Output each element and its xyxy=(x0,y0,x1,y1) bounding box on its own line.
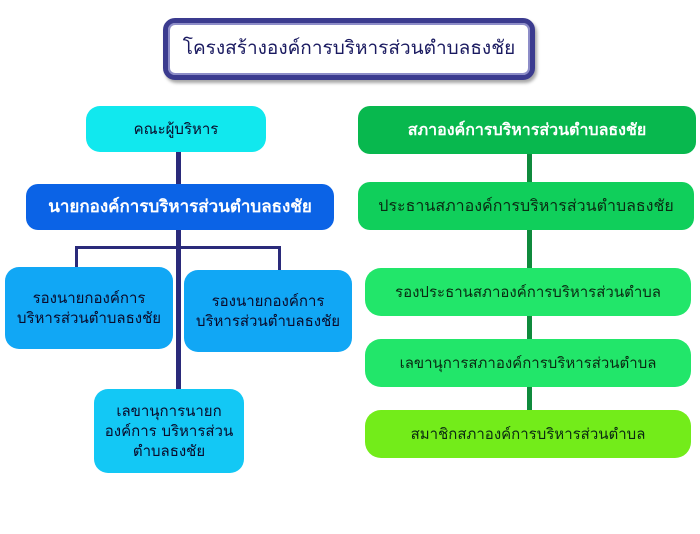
mayor-box: นายกองค์การบริหารส่วนตำบลธงชัย xyxy=(26,184,334,230)
council-vice-president-box: รองประธานสภาองค์การบริหารส่วนตำบล xyxy=(365,268,691,316)
deputy-left-connector-line xyxy=(75,246,78,268)
executive-board-box: คณะผู้บริหาร xyxy=(86,106,266,152)
exec-trunk-line xyxy=(176,150,181,392)
council-box: สภาองค์การบริหารส่วนตำบลธงชัย xyxy=(358,106,696,154)
org-chart-title: โครงสร้างองค์การบริหารส่วนตำบลธงชัย xyxy=(163,18,535,80)
council-members-box: สมาชิกสภาองค์การบริหารส่วนตำบล xyxy=(365,410,691,458)
deputy-branch-horizontal-line xyxy=(75,246,281,249)
council-president-box: ประธานสภาองค์การบริหารส่วนตำบลธงชัย xyxy=(358,182,694,230)
deputy-mayor-left-box: รองนายกองค์การ บริหารส่วนตำบลธงชัย xyxy=(5,267,173,349)
council-secretary-box: เลขานุการสภาองค์การบริหารส่วนตำบล xyxy=(365,339,691,387)
deputy-mayor-right-box: รองนายกองค์การ บริหารส่วนตำบลธงชัย xyxy=(184,270,352,352)
deputy-right-connector-line xyxy=(278,246,281,272)
mayor-secretary-box: เลขานุการนายกองค์การ บริหารส่วนตำบลธงชัย xyxy=(94,389,244,473)
